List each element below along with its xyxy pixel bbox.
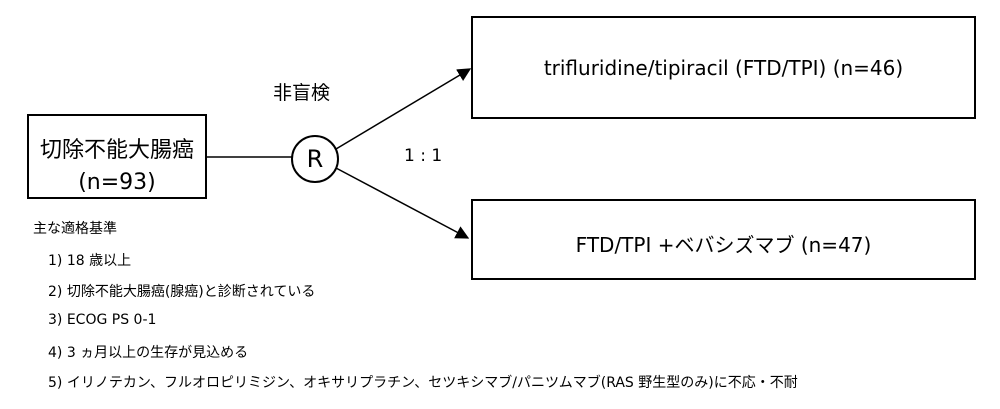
criteria-item: 4) 3 ヵ月以上の生存が見込める [48,345,249,361]
blinding-label: 非盲検 [273,82,331,104]
arrow-to-arm-b [335,167,470,239]
population-box: 切除不能大腸癌 (n=93) [27,114,207,199]
arm-a-box: trifluridine/tipiracil (FTD/TPI) (n=46) [471,16,976,119]
criteria-item: 5) イリノテカン、フルオロピリミジン、オキサリプラチン、セツキシマブ/パニツム… [48,375,798,391]
criteria-title: 主な適格基準 [33,221,117,237]
allocation-ratio: 1 : 1 [404,146,443,166]
randomization-label: R [306,145,324,173]
population-label: 切除不能大腸癌 [39,138,194,163]
arm-b-label: FTD/TPI +ベバシズマブ (n=47) [575,233,872,257]
arrow-to-arm-a [335,68,472,150]
criteria-item: 3) ECOG PS 0-1 [48,312,157,328]
randomization-circle [291,135,339,183]
criteria-item: 1) 18 歳以上 [48,253,132,269]
arm-a-label: trifluridine/tipiracil (FTD/TPI) (n=46) [543,56,904,80]
arm-b-box: FTD/TPI +ベバシズマブ (n=47) [471,199,976,280]
criteria-item: 2) 切除不能大腸癌(腺癌)と診断されている [48,284,316,300]
population-count: (n=93) [78,170,156,195]
